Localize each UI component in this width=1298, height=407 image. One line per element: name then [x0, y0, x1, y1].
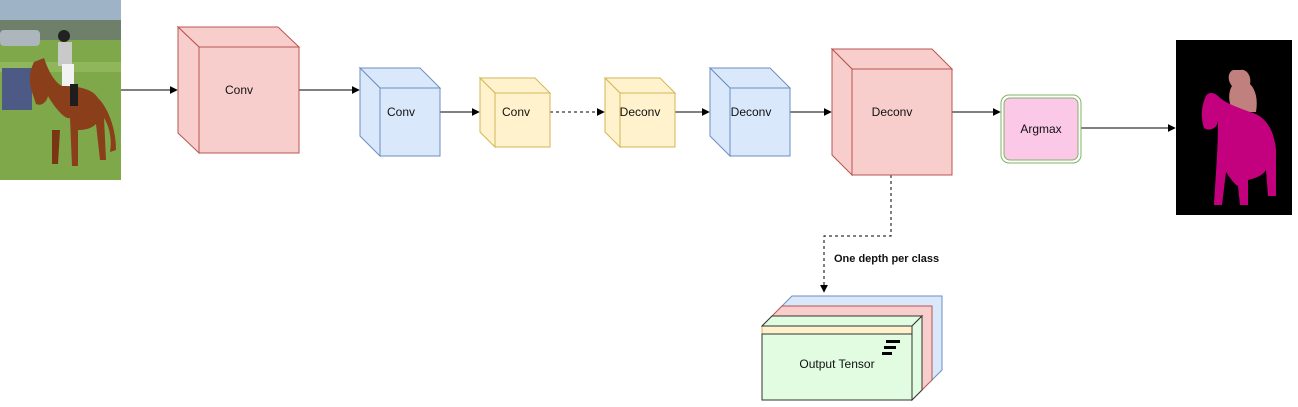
conv3-label: Conv: [502, 105, 530, 119]
output-tensor-stack: Output Tensor: [760, 295, 943, 402]
deconv3-label: Deconv: [872, 105, 913, 119]
connectors: [121, 86, 1176, 293]
conv2-cube: Conv: [358, 66, 442, 158]
stack-icon: [882, 340, 900, 355]
deconv3-cube: Deconv: [830, 47, 954, 177]
tensor-layer-green: Output Tensor: [760, 314, 924, 402]
edge-deconv3-tensor: [820, 175, 892, 293]
output-tensor-label: Output Tensor: [799, 357, 874, 371]
conv3-cube: Conv: [478, 76, 552, 149]
deconv1-cube: Deconv: [603, 76, 677, 149]
deconv2-cube: Deconv: [708, 66, 792, 158]
argmax-node: Argmax: [1000, 94, 1082, 164]
conv2-label: Conv: [387, 105, 415, 119]
deconv1-label: Deconv: [620, 105, 661, 119]
input-image: [0, 0, 121, 180]
depth-per-class-label: One depth per class: [834, 253, 939, 265]
segmentation-output: [1176, 40, 1292, 215]
conv1-cube: Conv: [176, 25, 301, 155]
argmax-label: Argmax: [1020, 122, 1061, 136]
deconv2-label: Deconv: [731, 105, 772, 119]
conv1-label: Conv: [225, 83, 253, 97]
